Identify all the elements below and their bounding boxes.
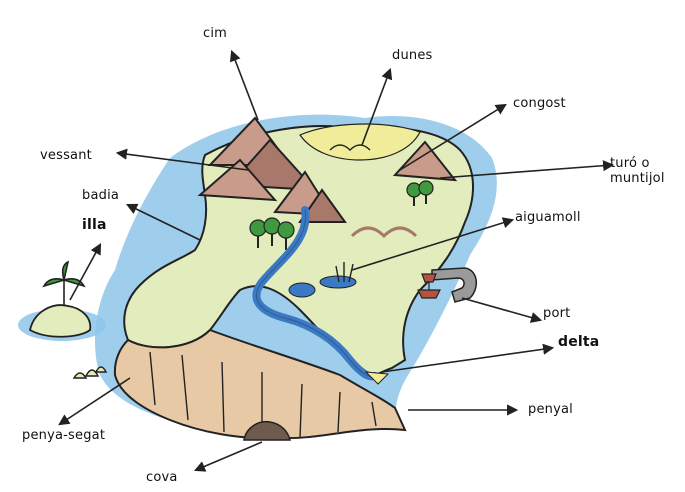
- label-aiguamoll: aiguamoll: [515, 210, 581, 225]
- label-congost: congost: [513, 96, 566, 111]
- label-delta: delta: [558, 335, 599, 350]
- label-port: port: [543, 306, 570, 321]
- islet-land: [30, 305, 90, 337]
- label-cova: cova: [146, 470, 178, 485]
- label-turo: turó o muntijol: [610, 156, 682, 186]
- label-penyal: penyal: [528, 402, 573, 417]
- label-illa: illa: [82, 218, 107, 233]
- label-penya-segat: penya-segat: [22, 428, 105, 443]
- label-cim: cim: [203, 26, 227, 41]
- label-vessant: vessant: [40, 148, 92, 163]
- label-badia: badia: [82, 188, 119, 203]
- label-dunes: dunes: [392, 48, 433, 63]
